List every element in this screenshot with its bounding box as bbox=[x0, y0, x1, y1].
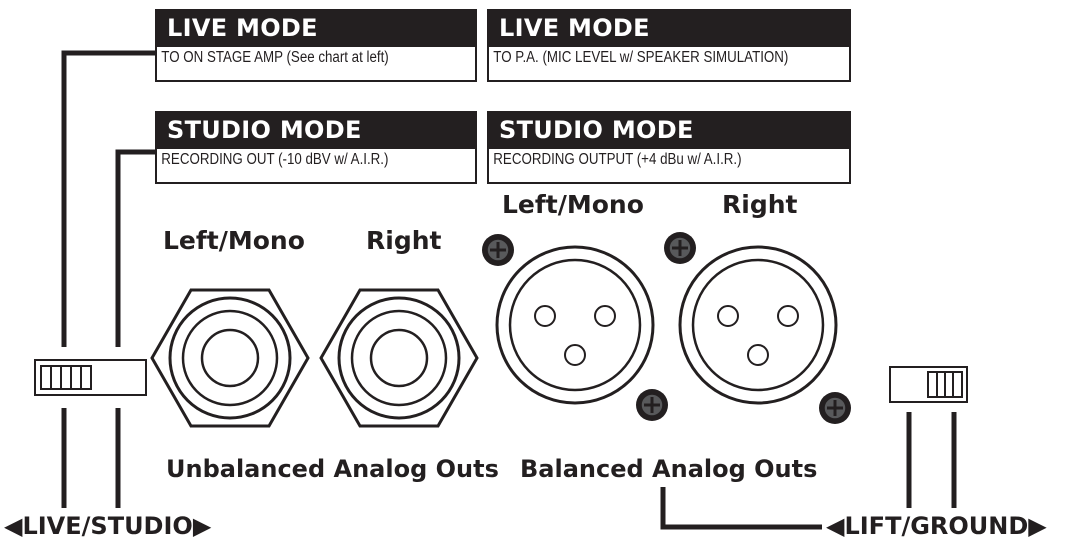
unbalanced-left-jack bbox=[150, 288, 310, 428]
unbalanced-section-label: Unbalanced Analog Outs bbox=[166, 455, 499, 483]
balanced-right-xlr bbox=[678, 245, 838, 405]
box-title: LIVE MODE bbox=[489, 11, 849, 47]
balanced-section-label: Balanced Analog Outs bbox=[520, 455, 818, 483]
balanced-right-label: Right bbox=[722, 190, 798, 219]
box-subtitle: RECORDING OUTPUT (+4 dBu w/ A.I.R.) bbox=[493, 151, 742, 168]
unbalanced-right-jack bbox=[319, 288, 479, 428]
balanced-left-label: Left/Mono bbox=[502, 190, 644, 219]
live-leader-line bbox=[61, 50, 157, 347]
box-subtitle: RECORDING OUT (-10 dBV w/ A.I.R.) bbox=[161, 151, 389, 168]
live-studio-switch-label: ◀LIVE/STUDIO▶ bbox=[4, 512, 212, 540]
box-title: STUDIO MODE bbox=[489, 113, 849, 149]
studio-leader-line bbox=[115, 149, 157, 347]
box-subtitle: TO P.A. (MIC LEVEL w/ SPEAKER SIMULATION… bbox=[493, 49, 789, 66]
screw-icon bbox=[636, 389, 668, 421]
box-subtitle: TO ON STAGE AMP (See chart at left) bbox=[161, 49, 389, 66]
studio-mode-right-box: STUDIO MODE RECORDING OUTPUT (+4 dBu w/ … bbox=[487, 111, 851, 184]
live-mode-left-box: LIVE MODE TO ON STAGE AMP (See chart at … bbox=[155, 9, 477, 82]
ground-leader-line bbox=[660, 487, 822, 530]
live-studio-switch bbox=[34, 359, 147, 396]
unbalanced-right-label: Right bbox=[366, 226, 442, 255]
box-title: LIVE MODE bbox=[157, 11, 475, 47]
box-title: STUDIO MODE bbox=[157, 113, 475, 149]
live-mode-right-box: LIVE MODE TO P.A. (MIC LEVEL w/ SPEAKER … bbox=[487, 9, 851, 82]
lift-ground-switch-label: ◀LIFT/GROUND▶ bbox=[826, 512, 1047, 540]
screw-icon bbox=[819, 392, 851, 424]
balanced-left-xlr bbox=[495, 245, 655, 405]
lift-ground-switch bbox=[889, 366, 968, 403]
studio-mode-left-box: STUDIO MODE RECORDING OUT (-10 dBV w/ A.… bbox=[155, 111, 477, 184]
screw-icon bbox=[482, 234, 514, 266]
unbalanced-left-label: Left/Mono bbox=[163, 226, 305, 255]
screw-icon bbox=[664, 232, 696, 264]
